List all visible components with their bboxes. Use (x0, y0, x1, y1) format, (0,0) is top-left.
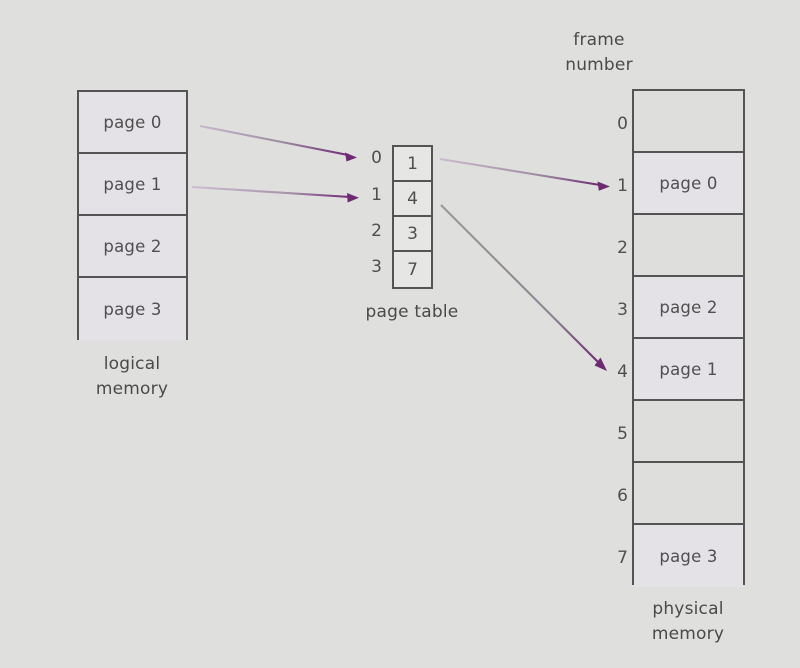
logical-memory-row: page 2 (79, 216, 186, 278)
physical-memory-table: page 0 page 2 page 1 page 3 (632, 89, 745, 587)
physical-memory-row (634, 463, 743, 525)
frame-number-1: 1 (617, 176, 628, 196)
frame-number-caption: frame number (565, 30, 633, 75)
logical-memory-cell-label: page 2 (103, 236, 162, 256)
page-table-frame-value: 7 (407, 259, 418, 280)
physical-memory-row (634, 91, 743, 153)
physical-memory-row: page 0 (634, 153, 743, 215)
frame-number-2: 2 (617, 238, 628, 258)
page-table-row: 7 (394, 252, 431, 287)
logical-memory-table: page 0 page 1 page 2 page 3 (77, 90, 188, 340)
page-table: 1 4 3 7 (392, 145, 433, 289)
physical-memory-caption: physical memory (651, 599, 725, 644)
page-table-row: 3 (394, 217, 431, 252)
frame-number-0: 0 (617, 114, 628, 134)
arrow-pte0-to-frame1 (439, 157, 610, 191)
physical-memory-row (634, 215, 743, 277)
frame-number-6: 6 (617, 486, 628, 506)
page-table-index-2: 2 (371, 221, 382, 241)
page-table-frame-value: 3 (407, 223, 418, 244)
physical-memory-row: page 1 (634, 339, 743, 401)
arrow-pte1-to-frame4 (440, 204, 607, 371)
page-table-caption: page table (365, 302, 459, 322)
logical-memory-cell-label: page 3 (103, 299, 162, 319)
physical-memory-row: page 2 (634, 277, 743, 339)
arrow-page0-to-pte0 (199, 124, 357, 162)
logical-memory-row: page 3 (79, 278, 186, 340)
physical-memory-cell-label: page 0 (659, 173, 718, 193)
page-table-frame-value: 1 (407, 153, 418, 174)
physical-memory-row (634, 401, 743, 463)
page-table-index-0: 0 (371, 148, 382, 168)
page-table-index-1: 1 (371, 185, 382, 205)
logical-memory-row: page 0 (79, 92, 186, 154)
frame-number-5: 5 (617, 424, 628, 444)
page-table-row: 1 (394, 147, 431, 182)
page-table-frame-value: 4 (407, 188, 418, 209)
page-table-index-3: 3 (371, 257, 382, 277)
physical-memory-row: page 3 (634, 525, 743, 587)
frame-number-3: 3 (617, 300, 628, 320)
logical-memory-row: page 1 (79, 154, 186, 216)
logical-memory-caption: logical memory (95, 354, 169, 399)
frame-number-4: 4 (617, 362, 628, 382)
physical-memory-cell-label: page 3 (659, 546, 718, 566)
frame-number-7: 7 (617, 548, 628, 568)
arrow-page1-to-pte1 (191, 185, 359, 203)
physical-memory-cell-label: page 2 (659, 297, 718, 317)
physical-memory-cell-label: page 1 (659, 359, 718, 379)
logical-memory-cell-label: page 0 (103, 112, 162, 132)
page-table-row: 4 (394, 182, 431, 217)
logical-memory-cell-label: page 1 (103, 174, 162, 194)
